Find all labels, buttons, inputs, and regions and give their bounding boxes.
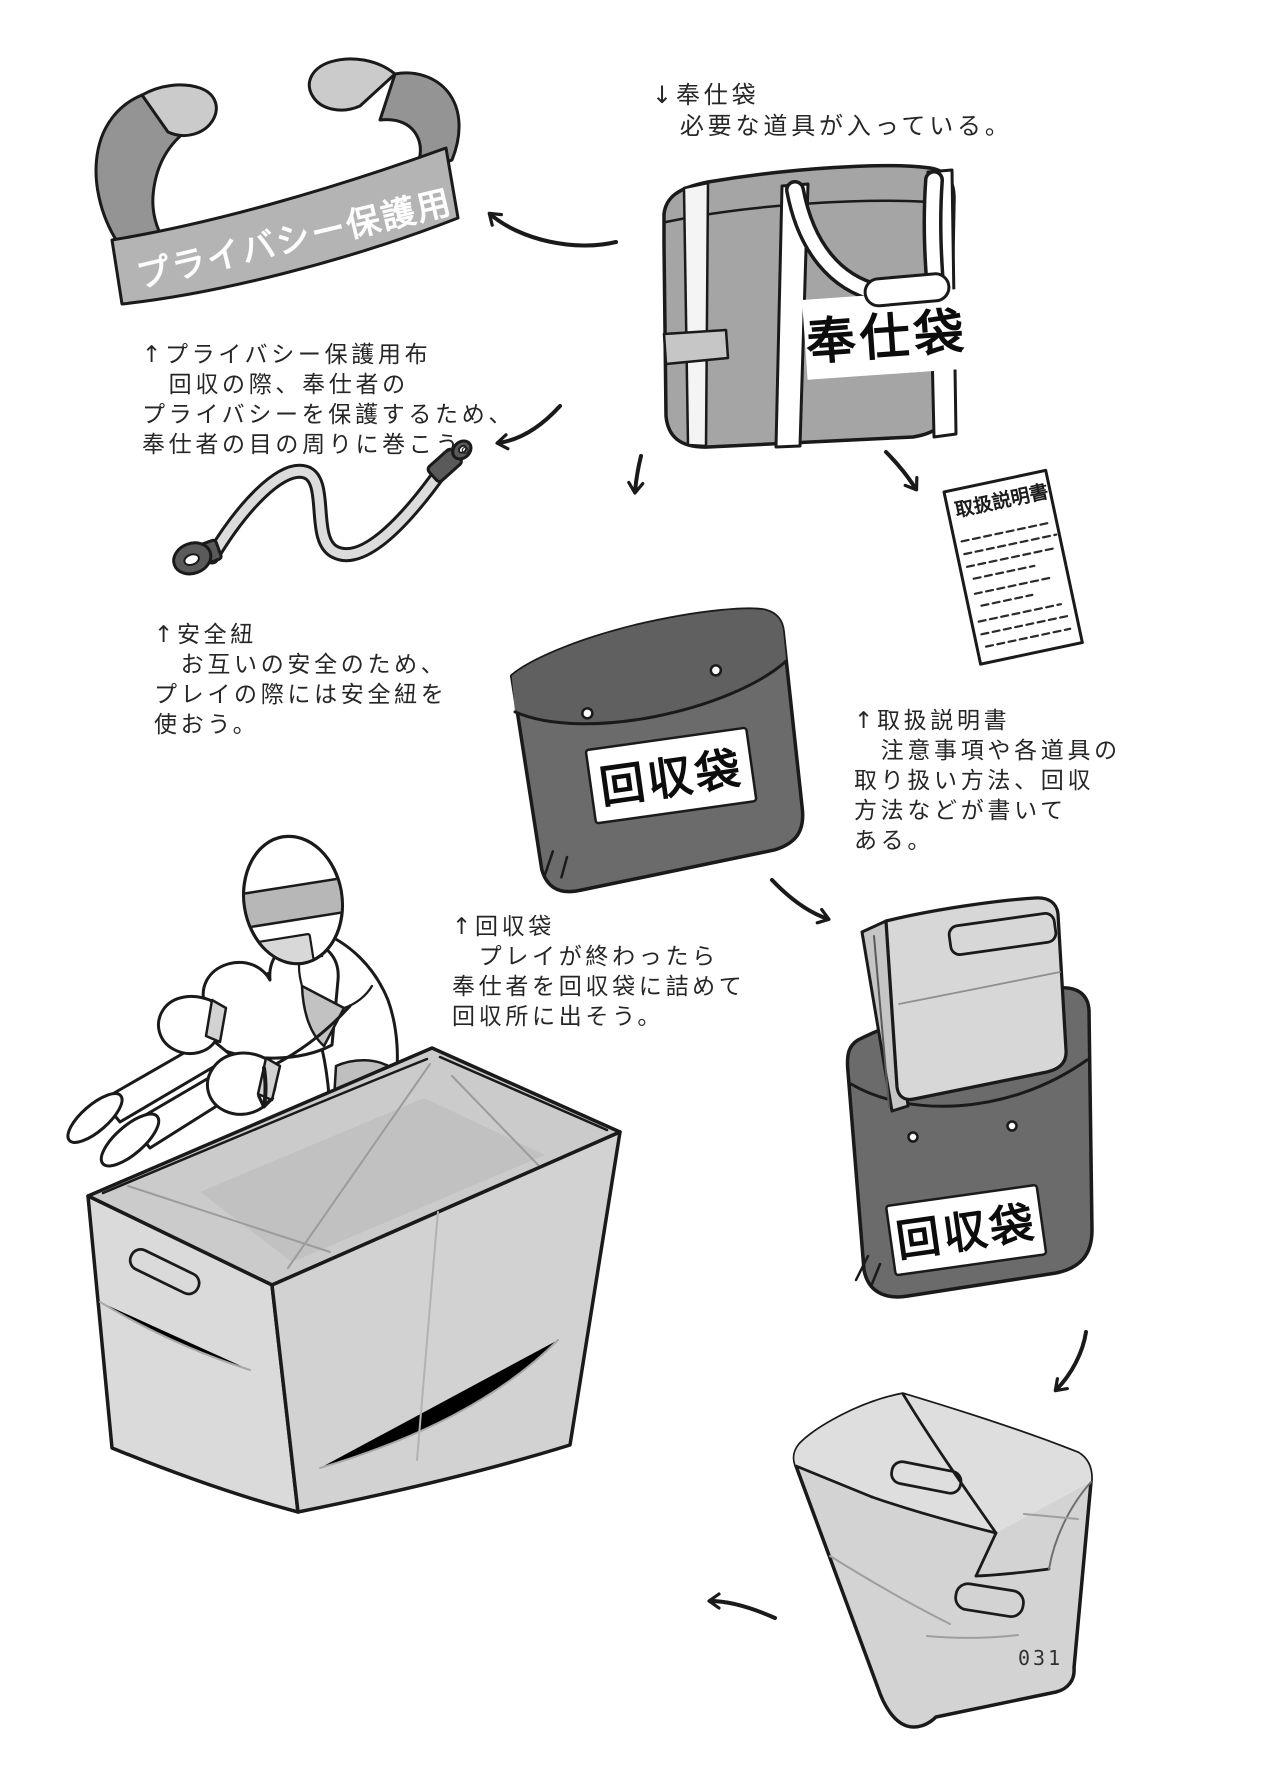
collection-bag-label: 回収袋 xyxy=(584,726,758,825)
crumpled-bag-handle-slot-front xyxy=(954,1582,1025,1618)
safety-cord-core xyxy=(207,465,447,562)
ribbon-band xyxy=(110,146,460,306)
annotation-line: プレイが終わったら xyxy=(452,944,719,970)
flow-arrows xyxy=(257,211,1088,1620)
service-bag-label: 奉仕袋 xyxy=(802,288,972,380)
annotation-line: 使おう。 xyxy=(154,712,260,738)
arrow-bag-to-ribbon xyxy=(487,211,618,248)
basket-inner-rim-lines xyxy=(101,1055,609,1195)
arrow-figure-to-basket xyxy=(257,1066,275,1109)
manual-sheet xyxy=(942,468,1084,666)
collection-bag-flap-edge xyxy=(513,659,788,726)
annotation-line: 奉仕者の目の周りに巻こう。 xyxy=(142,432,488,458)
annotation-line: プレイの際には安全紐を xyxy=(154,682,448,708)
safety-cord-clip-left xyxy=(172,538,223,576)
figure-near-foot xyxy=(99,1112,161,1168)
crumpled-bag-minor-creases xyxy=(829,1513,1079,1639)
figure-far-mitten-cuff xyxy=(204,998,228,1044)
service-bag-illustration: 奉仕袋 xyxy=(662,163,972,449)
crumpled-bag-illustration xyxy=(792,1392,1093,1729)
collection-bag-illustration: 回収袋 xyxy=(509,607,805,894)
service-bag-label-text: 奉仕袋 xyxy=(804,303,970,372)
crumpled-bag-handle-slot-top xyxy=(890,1460,963,1495)
stuffed-panel-crease xyxy=(898,971,1061,1005)
stuffed-bag-label: 回収袋 xyxy=(885,1183,1048,1277)
stuffed-panel-fold-line xyxy=(873,935,890,1108)
manual-body-lines xyxy=(960,521,1073,648)
annotation-line: プライバシーを保護するため、 xyxy=(142,402,516,428)
annotation-line: 回収所に出そう。 xyxy=(452,1004,665,1030)
stuffed-collection-bag-illustration: 回収袋 xyxy=(845,896,1094,1299)
figure-head xyxy=(239,834,350,970)
collection-bag-snap-right xyxy=(709,664,723,677)
service-bag-side-band xyxy=(662,328,730,366)
annotation-line: 取り扱い方法、回収 xyxy=(854,768,1095,794)
annotation-line: ↑プライバシー保護用布 xyxy=(142,342,432,368)
arrow-bag-to-cord xyxy=(495,404,562,451)
figure-far-shin xyxy=(100,1036,234,1124)
basket-left-face xyxy=(86,1194,300,1514)
annotation-line: ある。 xyxy=(854,828,935,854)
annotation-line: 注意事項や各道具の xyxy=(854,738,1121,764)
annotation-manual: ↑取扱説明書 注意事項や各道具の 取り扱い方法、回収 方法などが書いて ある。 xyxy=(854,706,1121,856)
ribbon-right-curl xyxy=(307,57,397,112)
annotation-safety-cord: ↑安全紐 お互いの安全のため、 プレイの際には安全紐を 使おう。 xyxy=(154,620,447,740)
annotation-line: お互いの安全のため、 xyxy=(154,652,448,678)
figure-far-foot xyxy=(66,1092,124,1144)
service-bag-handle-core xyxy=(788,183,885,300)
manual-paper-illustration: 取扱説明書 xyxy=(942,468,1084,666)
basket-face-creases xyxy=(99,1211,559,1469)
basket-right-face xyxy=(270,1130,622,1514)
stuffed-bag-snap-left xyxy=(907,1131,919,1143)
privacy-ribbon-illustration: プライバシー保護用 xyxy=(94,57,461,306)
stuffed-bag-snap-right xyxy=(1006,1120,1018,1132)
service-bag-gusset xyxy=(682,181,710,448)
arrow-crumpled-to-basket xyxy=(707,1592,777,1620)
figure-visor-edges xyxy=(239,876,350,929)
annotation-line: ↑取扱説明書 xyxy=(854,708,1011,734)
arrow-bag-to-collection-bag xyxy=(627,454,645,495)
annotation-collection-bag: ↑回収袋 プレイが終わったら 奉仕者を回収袋に詰めて 回収所に出そう。 xyxy=(452,912,745,1032)
collection-basket-illustration xyxy=(86,1046,622,1514)
stuffed-panel-handle-slot xyxy=(947,912,1058,956)
annotation-line: 回収の際、奉仕者の xyxy=(142,372,409,398)
service-bag-handle-grip xyxy=(863,272,951,308)
figure-bikini-top xyxy=(300,984,346,1048)
collection-bag-snap-left xyxy=(581,707,594,720)
annotation-privacy-cloth: ↑プライバシー保護用布 回収の際、奉仕者の プライバシーを保護するため、 奉仕者… xyxy=(142,341,515,461)
annotation-line: ↑安全紐 xyxy=(154,622,257,648)
annotation-service-bag: ↓奉仕袋 必要な道具が入っている。 xyxy=(652,80,1013,142)
crumpled-bag-major-creases xyxy=(794,1392,1092,1578)
basket-interior-creases xyxy=(127,1063,613,1269)
arrow-to-stuffed-bag xyxy=(770,878,831,925)
safety-cord-clip-right xyxy=(426,439,473,483)
basket-interior-shade xyxy=(200,1098,545,1262)
collection-bag-flap xyxy=(511,609,787,724)
serving-figure-illustration xyxy=(66,834,399,1168)
annotation-line: ↓奉仕袋 xyxy=(652,81,760,109)
stuffed-bag-flap-edge xyxy=(849,1058,1089,1108)
arrow-stuffed-to-crumpled xyxy=(1053,1330,1088,1393)
arrow-bag-to-manual xyxy=(884,450,919,492)
crumpled-bag-top-face xyxy=(794,1394,1092,1533)
page-number: 031 xyxy=(1018,1646,1064,1670)
basket-handle-slot xyxy=(128,1247,201,1296)
stuffed-panel-face xyxy=(884,896,1068,1102)
annotation-line: ↑回収袋 xyxy=(452,914,555,940)
stuffed-bag-wrinkles xyxy=(854,1254,882,1286)
annotation-line: 必要な道具が入っている。 xyxy=(652,112,1013,140)
annotation-line: 方法などが書いて xyxy=(854,798,1067,824)
figure-near-arm xyxy=(274,1004,352,1066)
safety-cord-illustration xyxy=(172,439,473,576)
annotation-line: 奉仕者を回収袋に詰めて xyxy=(452,974,746,1000)
collection-bag-wrinkles xyxy=(543,850,569,879)
ribbon-left-curl xyxy=(140,83,218,137)
